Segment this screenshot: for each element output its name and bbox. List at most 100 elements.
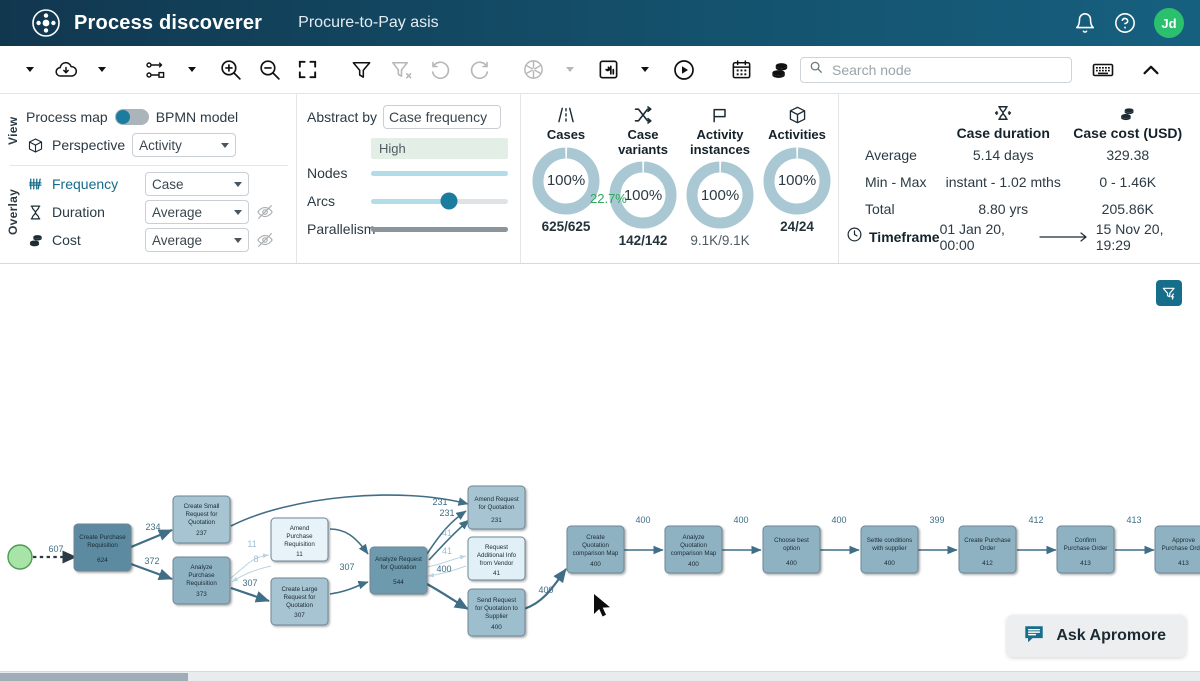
node-approve-purchase-order[interactable]: Approve Purchase Order 413 (1154, 525, 1200, 574)
perspective-select[interactable]: Activity (132, 133, 237, 157)
undo-icon[interactable] (423, 53, 457, 87)
eye-off-icon-duration[interactable] (256, 203, 274, 221)
node-label: Quotation (188, 519, 215, 526)
scrollbar-thumb[interactable] (0, 673, 188, 681)
edge-label: 231 (439, 508, 454, 518)
calendar-icon[interactable] (724, 53, 758, 87)
horizontal-scrollbar[interactable] (0, 671, 1200, 681)
help-circle-icon[interactable] (1114, 12, 1136, 34)
fit-screen-icon[interactable] (291, 53, 325, 87)
search-node-box[interactable] (800, 56, 1072, 83)
overlay-row-duration: Duration Average (26, 198, 288, 226)
node-label: for Quotation to (475, 605, 518, 612)
cloud-download-caret[interactable] (85, 53, 119, 87)
kpi-title-activity-instances: Activity instances (690, 127, 750, 157)
bpmn-model-label: BPMN model (155, 109, 239, 125)
view-group-label: View (6, 116, 20, 146)
kpi-card-case-variants[interactable]: Case variants 100% 142/142 (606, 101, 680, 263)
node-analyze-quotation-comparison-map[interactable]: Analyze Quotation comparison Map 400 (664, 525, 723, 574)
coins-icon (26, 231, 45, 250)
node-label: Analyze (190, 564, 213, 571)
redo-icon[interactable] (463, 53, 497, 87)
node-label: Supplier (485, 613, 508, 620)
abstract-by-select[interactable]: Case frequency (383, 105, 502, 129)
page-title: Process discoverer (74, 11, 263, 34)
node-count: 400 (688, 561, 699, 568)
edge-label: 307 (242, 578, 257, 588)
frequency-select[interactable]: Case (145, 172, 249, 196)
avatar[interactable]: Jd (1154, 8, 1184, 38)
cost-value: Average (152, 232, 203, 248)
duration-select[interactable]: Average (145, 200, 249, 224)
edge-label: 372 (144, 556, 159, 566)
timeframe-row: Timeframe 01 Jan 20, 00:00 15 Nov 20, 19… (845, 221, 1190, 253)
node-label: Requisition (87, 542, 118, 549)
chat-icon (1023, 623, 1045, 650)
node-label: Create Small (184, 503, 220, 510)
bell-icon[interactable] (1074, 12, 1096, 34)
coins-icon (1117, 101, 1138, 123)
cloud-download-icon[interactable] (49, 53, 83, 87)
zoom-in-icon[interactable] (214, 53, 248, 87)
keyboard-icon[interactable] (1086, 53, 1120, 87)
node-request-additional-info-from-vendor[interactable]: Request Additional Info from Vendor 41 (467, 536, 526, 581)
kpi-percent-case-variants: 100% (623, 186, 663, 204)
kpi-card-activity-instances[interactable]: Activity instances 100% 9.1K/9.1K (683, 101, 757, 263)
stats-title-cost: Case cost (USD) (1073, 125, 1183, 141)
node-create-purchase-order[interactable]: Create Purchase Order 412 (958, 525, 1017, 574)
node-confirm-purchase-order[interactable]: Confirm Purchase Order 413 (1056, 525, 1115, 574)
node-send-request-for-quotation-to-supplier[interactable]: Send Request for Quotation to Supplier 4… (467, 588, 526, 637)
ask-apromore-button[interactable]: Ask Apromore (1007, 615, 1186, 657)
node-label: Purchase (286, 533, 313, 540)
flag-icon (709, 101, 731, 125)
node-create-small-request-for-quotation[interactable]: Create Small Request for Quotation 237 (172, 495, 231, 544)
process-model-caret[interactable] (175, 53, 209, 87)
funnel-icon[interactable] (345, 53, 379, 87)
arcs-slider[interactable] (371, 192, 508, 210)
edge-label: 412 (1028, 515, 1043, 525)
node-amend-purchase-requisition[interactable]: Amend Purchase Requisition 11 (270, 517, 329, 562)
node-count: 11 (296, 551, 303, 558)
dropdown-caret[interactable] (13, 53, 47, 87)
process-map-graph[interactable]: 607 234 372 237 11 8 307 307 231 (0, 264, 1200, 679)
search-input[interactable] (830, 60, 1063, 79)
start-node[interactable] (7, 544, 33, 570)
node-label: for Quotation (479, 504, 515, 511)
aperture-icon[interactable] (517, 53, 551, 87)
aperture-caret[interactable] (553, 53, 587, 87)
process-map-canvas[interactable]: 607 234 372 237 11 8 307 307 231 (0, 264, 1200, 681)
overlay-group: Overlay Frequency Case (6, 166, 288, 260)
kpi-card-activities[interactable]: Activities 100% 24/24 (760, 101, 834, 263)
node-label: comparison Map (671, 550, 717, 557)
node-count: 544 (393, 579, 404, 586)
control-bar: View Process map BPMN model Perspect (0, 94, 1200, 264)
cost-select[interactable]: Average (145, 228, 249, 252)
nodes-slider[interactable] (371, 170, 508, 176)
process-map-bpmn-toggle[interactable] (114, 109, 149, 125)
parallelism-slider[interactable] (371, 226, 508, 232)
node-amend-request-for-quotation[interactable]: Amend Request for Quotation 231 (467, 485, 526, 530)
edge-label: 400 (831, 515, 846, 525)
chevron-up-icon[interactable] (1134, 53, 1168, 87)
node-choose-best-option[interactable]: Choose best option 400 (762, 525, 821, 574)
funnel-clear-icon[interactable] (384, 53, 418, 87)
kpi-card-cases[interactable]: Cases 100% 625/625 (529, 101, 603, 263)
node-create-large-request-for-quotation[interactable]: Create Large Request for Quotation 307 (270, 577, 329, 626)
chart-box-caret[interactable] (628, 53, 662, 87)
node-label: Create Large (281, 586, 318, 593)
node-analyze-purchase-requisition[interactable]: Analyze Purchase Requisition 373 (172, 556, 231, 605)
chevron-down-icon (234, 181, 242, 187)
coins-icon[interactable] (764, 53, 798, 87)
process-model-icon[interactable] (139, 53, 173, 87)
play-circle-icon[interactable] (667, 53, 701, 87)
node-create-quotation-comparison-map[interactable]: Create Quotation comparison Map 400 (566, 525, 625, 574)
abstract-by-label: Abstract by (307, 109, 378, 125)
overlay-label-frequency: Frequency (52, 176, 119, 192)
funnel-lightning-icon[interactable] (1156, 280, 1182, 306)
zoom-out-icon[interactable] (252, 53, 286, 87)
node-settle-conditions-with-supplier[interactable]: Settle conditions with supplier 400 (860, 525, 919, 574)
node-analyze-request-for-quotation[interactable]: Analyze Request for Quotation 544 (369, 546, 428, 595)
chart-box-icon[interactable] (592, 53, 626, 87)
node-create-purchase-requisition[interactable]: Create Purchase Requisition 624 (73, 523, 132, 572)
eye-off-icon-cost[interactable] (256, 231, 274, 249)
